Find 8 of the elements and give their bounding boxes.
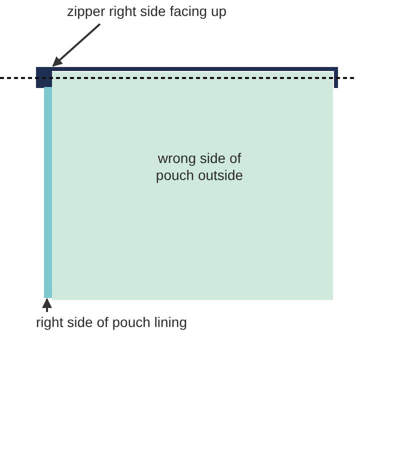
pouch-outside-panel: [52, 72, 333, 300]
zipper-drawing: [36, 67, 338, 88]
lining-strip: [44, 87, 52, 298]
label-text: zipper right side facing up: [67, 3, 227, 20]
label-text: right side of pouch lining: [36, 314, 187, 331]
label-text: wrong side of pouch outside: [154, 150, 244, 184]
arrow: [52, 23, 101, 67]
arrow: [42, 298, 52, 312]
